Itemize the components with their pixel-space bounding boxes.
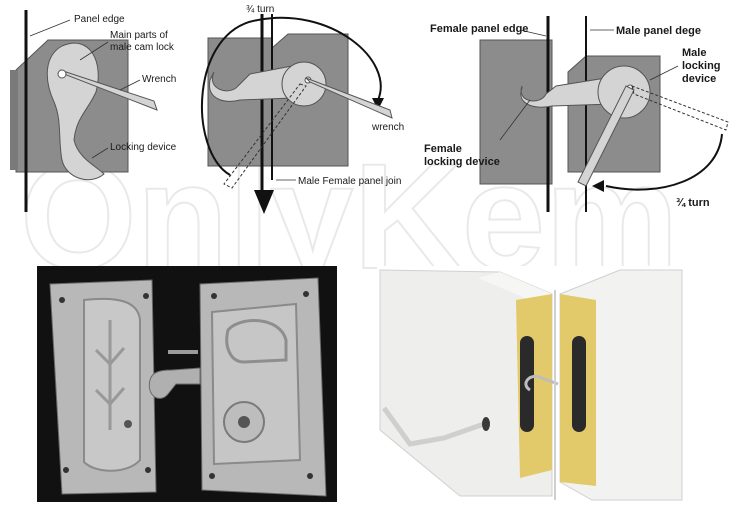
- rivet: [307, 473, 313, 479]
- male-cam-disc: [281, 61, 327, 107]
- rivet: [209, 473, 215, 479]
- rotation-arc-left: [200, 19, 259, 176]
- left-plate-ribs: [94, 320, 126, 430]
- label-male-device-3: device: [682, 73, 716, 85]
- leader-panel-edge: [29, 19, 71, 37]
- label-panel-edge: Panel edge: [74, 14, 125, 25]
- label-wrench: Wrench: [142, 74, 176, 85]
- label-quarter-turn: ¾ turn: [676, 197, 710, 209]
- leader-wrench: [119, 79, 141, 91]
- left-plate-emboss: [83, 297, 141, 472]
- wrench: [305, 77, 393, 119]
- label-locking-device: Locking device: [110, 142, 177, 153]
- rotation-arrowhead: [592, 180, 604, 192]
- label-male-edge: Male panel dege: [616, 25, 701, 37]
- right-plate-emboss: [210, 302, 302, 466]
- panel-side: [10, 70, 18, 170]
- label-join: Male Female panel join: [298, 176, 401, 187]
- leader-male-device: [649, 65, 679, 81]
- rivet: [143, 293, 149, 299]
- locking-hook: [524, 375, 559, 392]
- label-quarter-turn: ¾ turn: [246, 4, 274, 15]
- allen-wrench: [381, 406, 485, 447]
- rotation-arc: [605, 133, 723, 191]
- cam-lock-keyhole: [238, 416, 250, 428]
- female-panel: [479, 39, 553, 185]
- rivet: [211, 293, 217, 299]
- label-female-device-1: Female: [424, 143, 462, 155]
- diagram-panel-join: ¾ turn wrench Male Female panel join: [200, 4, 404, 214]
- rivet: [145, 467, 151, 473]
- leader-main-parts: [79, 41, 109, 61]
- wrench-ghost: [631, 85, 729, 131]
- label-wrench: wrench: [371, 122, 404, 133]
- diagram-male-cam-lock: Panel edge Main parts of male cam lock W…: [10, 10, 177, 212]
- label-female-edge: Female panel edge: [430, 23, 528, 35]
- right-plate-rib: [225, 319, 288, 364]
- label-male-device-1: Male: [682, 47, 706, 59]
- label-main-parts-1: Main parts of: [110, 30, 168, 41]
- join-arrow: [254, 190, 274, 214]
- rotation-arc-top: [257, 16, 382, 101]
- wrench-ghost: [223, 83, 307, 189]
- rivet: [303, 291, 309, 297]
- wrench-pivot: [57, 69, 67, 79]
- right-panel-slot: [572, 336, 586, 432]
- rivet: [63, 467, 69, 473]
- label-male-device-2: locking: [682, 60, 721, 72]
- rotation-arrowhead: [372, 98, 384, 110]
- wrench-socket: [482, 417, 490, 431]
- wrench: [577, 85, 635, 187]
- left-plate-hole: [124, 420, 132, 428]
- photo-metal-cam-lock: [37, 266, 337, 502]
- metal-pin: [168, 350, 198, 354]
- leader-female-edge: [519, 29, 547, 37]
- photo-panel-joint: [377, 266, 683, 501]
- label-main-parts-2: male cam lock: [110, 42, 175, 53]
- leader-locking-device: [91, 147, 109, 159]
- rivet: [59, 297, 65, 303]
- label-female-device-2: locking device: [424, 156, 500, 168]
- metal-hook: [148, 367, 201, 399]
- diagram-locking-detail: Female panel edge Male panel dege Male l…: [424, 16, 729, 212]
- left-panel-top: [478, 272, 552, 300]
- leader-female-device: [499, 99, 531, 141]
